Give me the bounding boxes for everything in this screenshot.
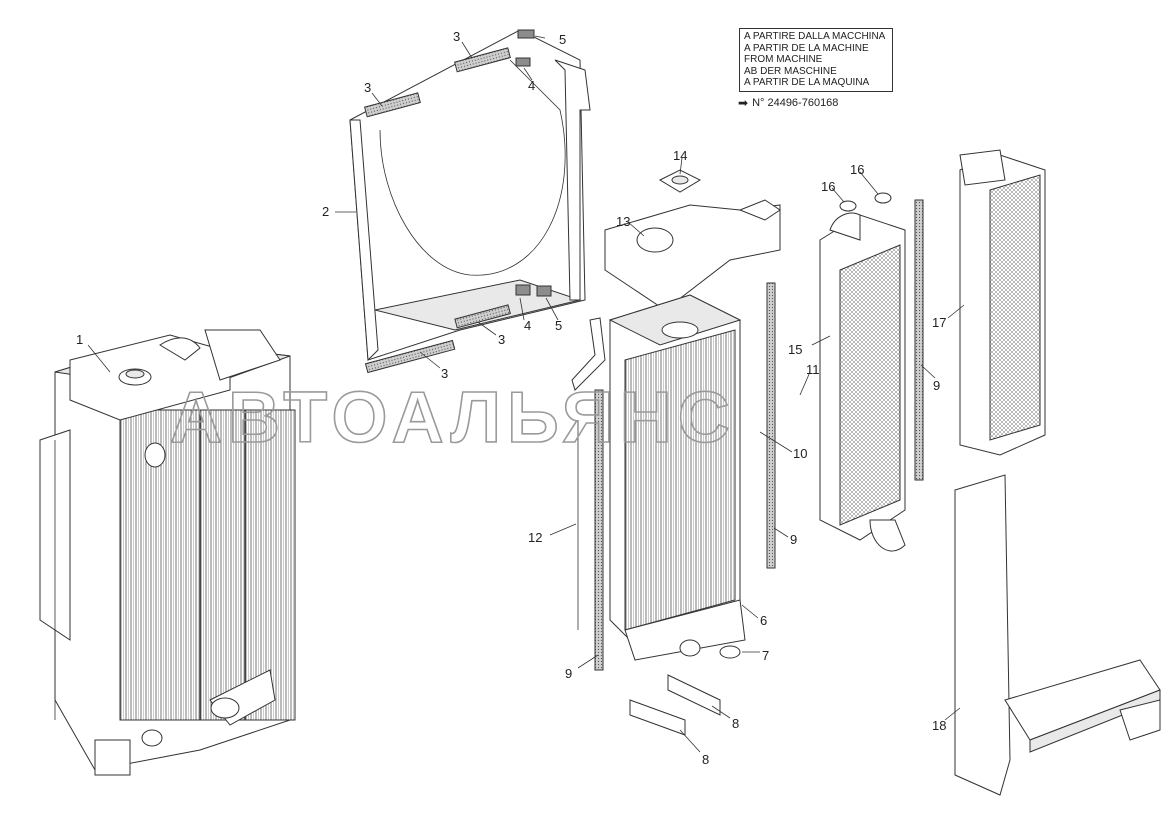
callout-14: 14 [673, 148, 687, 163]
callout-16a: 16 [821, 179, 835, 194]
callout-5b: 5 [555, 318, 562, 333]
callout-10: 10 [793, 446, 807, 461]
callout-9b: 9 [790, 532, 797, 547]
callout-13: 13 [616, 214, 630, 229]
note-line-es: A PARTIR DE LA MAQUINA [744, 77, 870, 89]
callout-18: 18 [932, 718, 946, 733]
callout-7: 7 [762, 648, 769, 663]
serial-number-text: N° 24496-760168 [752, 97, 839, 109]
callout-11: 11 [806, 362, 820, 377]
callout-8b: 8 [702, 752, 709, 767]
note-line-it: A PARTIRE DALLA MACCHINA [744, 31, 886, 42]
callout-4b: 4 [524, 318, 531, 333]
callout-3a: 3 [364, 80, 371, 95]
callout-16b: 16 [850, 162, 864, 177]
fan-shroud [349, 29, 591, 374]
callout-6: 6 [760, 613, 767, 628]
callout-9a: 9 [565, 666, 572, 681]
callout-3d: 3 [441, 366, 448, 381]
radiator-assembly [39, 329, 296, 776]
arrow-right-icon: ➡ [738, 96, 749, 110]
callout-4a: 4 [528, 78, 535, 93]
foam-seals [594, 199, 924, 671]
callout-3b: 3 [453, 29, 460, 44]
filler-cap [658, 169, 702, 193]
serial-note-box: A PARTIRE DALLA MACCHINA A PARTIR DE LA … [739, 28, 893, 92]
callout-12: 12 [528, 530, 542, 545]
callout-1: 1 [76, 332, 83, 347]
leader-lines [87, 35, 965, 753]
mounting-brackets [629, 674, 721, 736]
note-line-fr: A PARTIR DE LA MACHINE [744, 42, 869, 54]
plug [719, 645, 741, 659]
callout-labels: 1 2 3 3 3 3 4 4 5 5 6 7 8 8 9 9 9 10 11 … [76, 29, 946, 767]
watermark-text: АВТОАЛЬЯНС [170, 378, 736, 458]
serial-number: ➡ N° 24496-760168 [738, 96, 838, 110]
callout-8a: 8 [732, 716, 739, 731]
oil-cooler [959, 149, 1046, 456]
top-cover-bracket [604, 199, 781, 311]
callout-9c: 9 [933, 378, 940, 393]
note-line-en: FROM MACHINE [744, 54, 823, 66]
callout-2: 2 [322, 204, 329, 219]
note-line-de: AB DER MASCHINE [744, 65, 837, 77]
callout-15: 15 [788, 342, 802, 357]
callout-5a: 5 [559, 32, 566, 47]
callout-3c: 3 [498, 332, 505, 347]
intercooler [819, 192, 906, 552]
callout-17: 17 [932, 315, 946, 330]
side-panel [954, 474, 1161, 796]
water-radiator [571, 294, 746, 661]
